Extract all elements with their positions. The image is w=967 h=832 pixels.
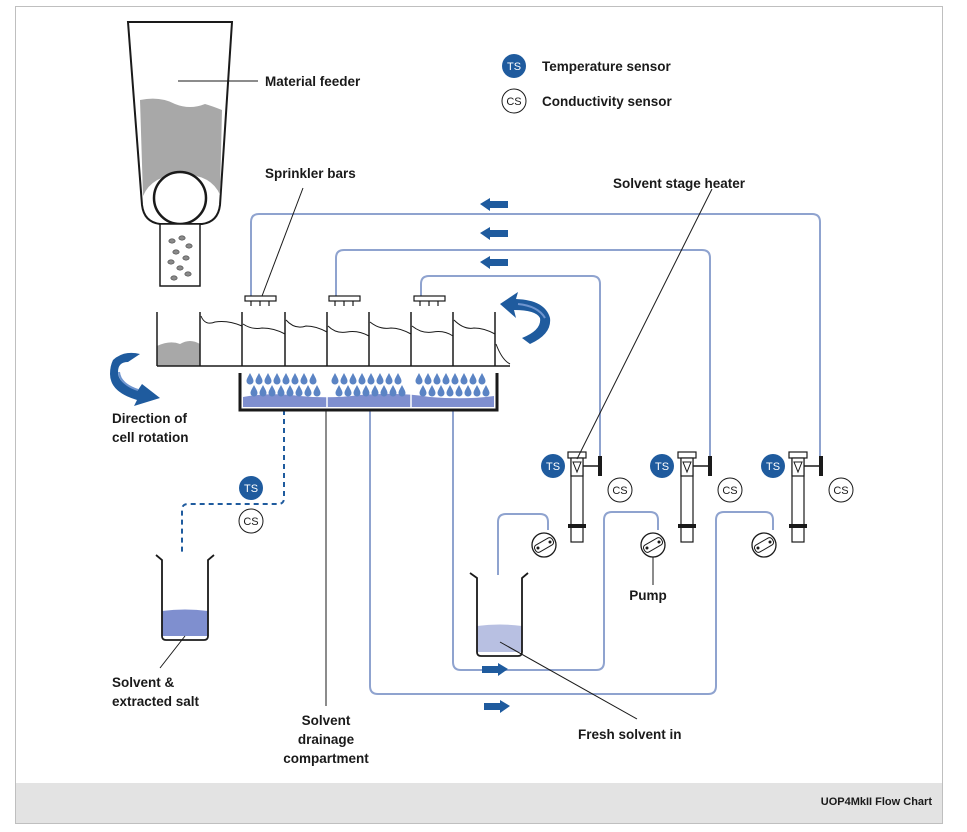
- rotation-arrow-right-icon: [500, 292, 551, 344]
- direction-label-line2: cell rotation: [112, 430, 189, 445]
- stage-2-ts-text: TS: [655, 461, 669, 473]
- cs-legend-badge: [501, 88, 527, 114]
- extraction-cell: [156, 187, 511, 367]
- heater-stage-3: TS CS: [761, 451, 854, 543]
- ts-legend-label: Temperature sensor: [542, 59, 672, 74]
- flow-arrows: [480, 198, 510, 713]
- heater-stage-2: TS CS: [650, 451, 743, 543]
- collection-beaker: [155, 554, 215, 669]
- stage-3-cs-text: CS: [833, 485, 848, 497]
- fresh-solvent-label: Fresh solvent in: [578, 727, 682, 742]
- temperature-sensor-text: TS: [244, 483, 258, 495]
- pump-icon: [640, 532, 666, 585]
- temperature-sensor: [239, 476, 263, 500]
- figure-caption: UOP4MkII Flow Chart: [820, 796, 932, 808]
- direction-label-line1: Direction of: [112, 411, 188, 426]
- legend: TS Temperature sensor CS Conductivity se…: [501, 54, 673, 114]
- flow-arrow-left: [480, 198, 508, 211]
- footer-bar: UOP4MkII Flow Chart: [16, 783, 942, 823]
- ts-legend-badge-text: TS: [507, 61, 521, 73]
- flow-arrow-left: [480, 256, 508, 269]
- dashed-drain-line: [181, 410, 285, 552]
- fresh-solvent-beaker: [469, 572, 638, 720]
- stage-2-cs-text: CS: [722, 485, 737, 497]
- solvent-stage-heater-label: Solvent stage heater: [613, 176, 746, 191]
- pump-icon: [751, 532, 777, 558]
- falling-material: [167, 235, 193, 281]
- flow-arrow-right: [482, 663, 508, 676]
- stage-1-ts-text: TS: [546, 461, 560, 473]
- drainage-compartment: [238, 373, 499, 706]
- drainage-label-line1: Solvent: [302, 713, 351, 728]
- material-feeder: [126, 21, 258, 287]
- rotation-arrow-left-icon: [110, 352, 160, 406]
- cs-legend-label: Conductivity sensor: [542, 94, 673, 109]
- cs-legend-badge-text: CS: [506, 96, 521, 108]
- drainage-label-line3: compartment: [283, 751, 369, 766]
- flow-arrow-left: [480, 227, 508, 240]
- solvent-droplets: [246, 373, 490, 397]
- pump-label: Pump: [629, 588, 667, 603]
- pump-icon: [531, 532, 557, 558]
- material-feeder-label: Material feeder: [265, 74, 361, 89]
- solvent-salt-label-line1: Solvent &: [112, 675, 175, 690]
- solvent-pipes: [250, 213, 821, 695]
- conductivity-sensor: [238, 508, 264, 534]
- sprinkler-bars-label: Sprinkler bars: [265, 166, 356, 181]
- flow-arrow-right: [484, 700, 510, 713]
- heater-stage-1: TS CS: [541, 451, 633, 543]
- ts-legend-badge: [502, 54, 526, 78]
- conductivity-sensor-text: CS: [243, 516, 258, 528]
- solvent-salt-label-line2: extracted salt: [112, 694, 200, 709]
- drainage-label-line2: drainage: [298, 732, 355, 747]
- sprinkler-bars: [244, 295, 446, 306]
- stage-3-ts-text: TS: [766, 461, 780, 473]
- stage-1-cs-text: CS: [612, 485, 627, 497]
